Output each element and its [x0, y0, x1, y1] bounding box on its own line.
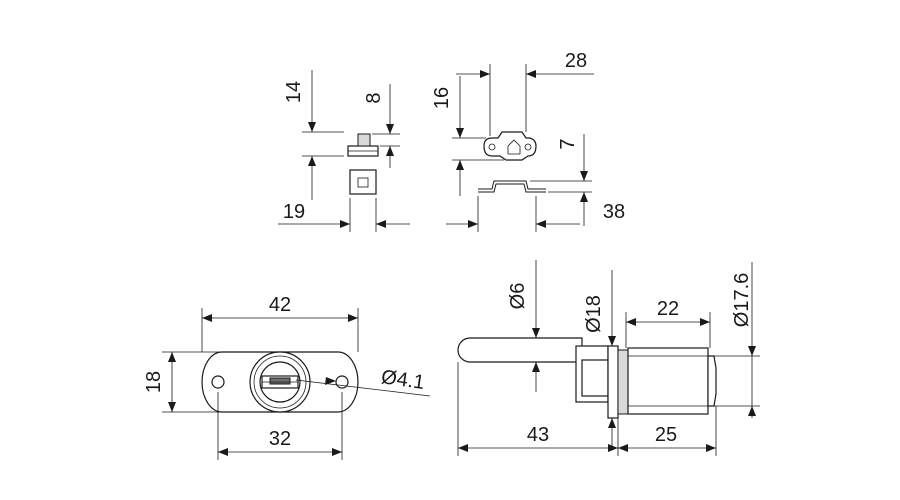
- strip-profile: [478, 180, 546, 193]
- dim-cylinder-length: 22: [657, 298, 679, 320]
- dim-width-bottom: 19: [283, 201, 305, 223]
- dim-flange-height: 18: [143, 371, 165, 393]
- nut-part: [349, 169, 377, 195]
- view-front: 42 18 Ø4.1 32: [143, 294, 431, 460]
- dim-bolt-length: 43: [527, 424, 549, 446]
- dim-plate-width: 28: [565, 50, 587, 72]
- dim-height-top: 8: [363, 92, 385, 103]
- view-top-left: 14 8 19: [278, 70, 410, 232]
- dim-strip-width: 38: [603, 201, 625, 223]
- dim-cylinder-diameter: Ø17.6: [731, 273, 753, 327]
- dim-plate-height: 16: [431, 87, 453, 109]
- bolt-pin: [457, 337, 583, 363]
- dim-pin-diameter: Ø6: [507, 283, 529, 310]
- view-side: Ø6 Ø18 22 Ø17.6 43 25: [457, 260, 760, 456]
- dim-height-total: 14: [283, 81, 305, 103]
- dim-strip-height: 7: [557, 138, 579, 149]
- side-flange: [607, 345, 619, 419]
- tab-part: [347, 133, 379, 157]
- dim-flange-diameter: Ø18: [583, 295, 605, 333]
- dim-hole-diameter: Ø4.1: [380, 366, 426, 394]
- dim-hole-spacing: 32: [269, 428, 291, 450]
- dim-body-length: 25: [655, 424, 677, 446]
- cylinder-body: [627, 347, 709, 415]
- dim-flange-width: 42: [269, 294, 291, 316]
- view-top-right: 28 16 7 38: [431, 50, 625, 232]
- mounting-hole-left: [211, 375, 225, 389]
- end-cap: [707, 355, 717, 407]
- mounting-plate: [483, 131, 537, 161]
